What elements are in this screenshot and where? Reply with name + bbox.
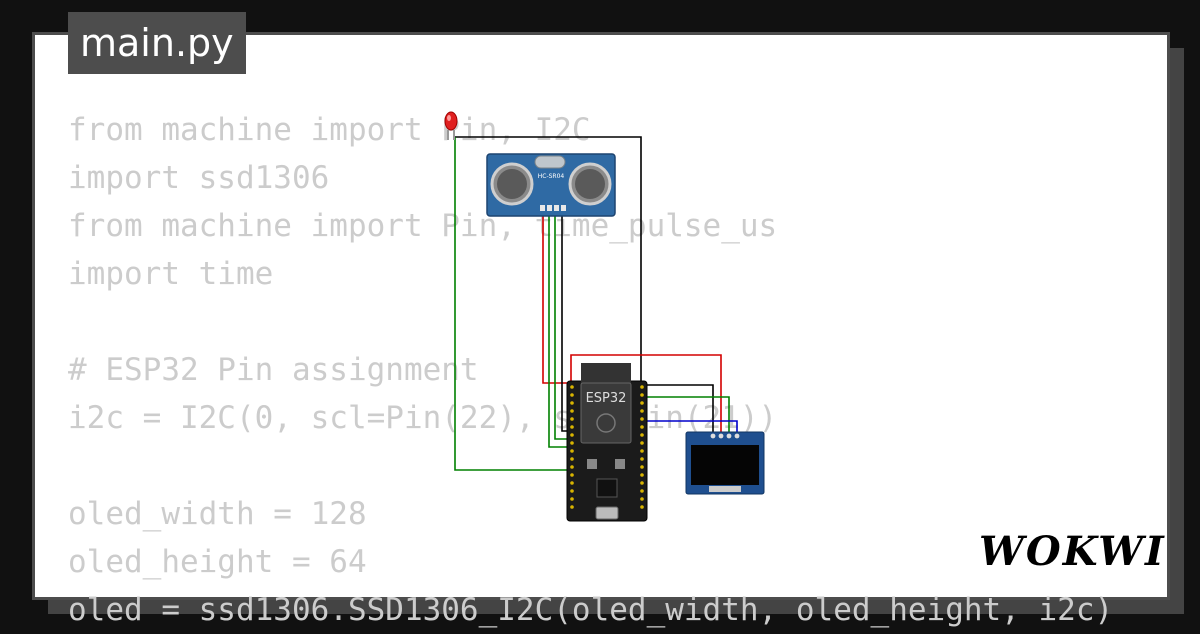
esp32-chip: [596, 478, 618, 498]
led-highlight: [447, 115, 451, 121]
code-line: import time: [68, 256, 274, 292]
wire-oled-vcc: [570, 354, 722, 435]
esp32-module: [580, 382, 632, 444]
esp32-logo-icon: [596, 413, 616, 433]
usb-port-icon: [595, 506, 619, 520]
esp32-pin-headers: [570, 385, 644, 509]
wire-oled-scl: [639, 396, 730, 435]
oled-pin: [718, 433, 724, 439]
wokwi-logo[interactable]: WOKWI: [979, 525, 1164, 575]
led[interactable]: [444, 111, 458, 140]
code-line: from machine import Pin, time_pulse_us: [68, 208, 778, 244]
wokwi-logo-text: WOKWI: [979, 528, 1166, 575]
sensor-mesh-right: [575, 169, 605, 199]
oled-ribbon: [709, 486, 741, 492]
code-line: oled = ssd1306.SSD1306_I2C(oled_width, o…: [68, 592, 1114, 628]
sensor-crystal: [534, 155, 566, 169]
file-tab-main-py[interactable]: main.py: [68, 12, 246, 74]
code-line: oled_height = 64: [68, 544, 367, 580]
esp32-board[interactable]: ESP32: [566, 363, 648, 522]
led-leg: [453, 130, 455, 140]
wire-led-signal: [454, 137, 575, 471]
ultrasonic-sensor[interactable]: HC-SR04: [486, 153, 616, 217]
circuit-diagram: HC-SR04 ESP32: [444, 111, 765, 522]
sensor-pin: [561, 205, 566, 211]
wire-sensor-trig: [548, 210, 575, 448]
oled-pin: [710, 433, 716, 439]
esp32-button: [587, 459, 597, 469]
esp32-button: [615, 459, 625, 469]
wire-oled-gnd: [639, 384, 714, 435]
sensor-label: HC-SR04: [538, 173, 565, 180]
code-line: # ESP32 Pin assignment: [68, 352, 479, 388]
oled-pin: [734, 433, 740, 439]
esp32-antenna: [581, 363, 631, 385]
oled-screen: [691, 445, 759, 485]
led-leg: [447, 130, 449, 140]
sensor-pin: [540, 205, 545, 211]
sensor-pin: [554, 205, 559, 211]
wire-oled-sda: [639, 420, 738, 435]
esp32-label: ESP32: [586, 391, 627, 406]
code-line: i2c = I2C(0, scl=Pin(22), sda=Pin(21)): [68, 400, 778, 436]
oled-pin: [726, 433, 732, 439]
oled-display[interactable]: [685, 431, 765, 495]
code-line: oled_width = 128: [68, 496, 367, 532]
sensor-pin: [547, 205, 552, 211]
wire-sensor-vcc: [542, 210, 575, 384]
wire-led-gnd: [455, 136, 642, 385]
sensor-mesh-left: [497, 169, 527, 199]
led-body: [444, 111, 458, 131]
code-line: import ssd1306: [68, 160, 330, 196]
